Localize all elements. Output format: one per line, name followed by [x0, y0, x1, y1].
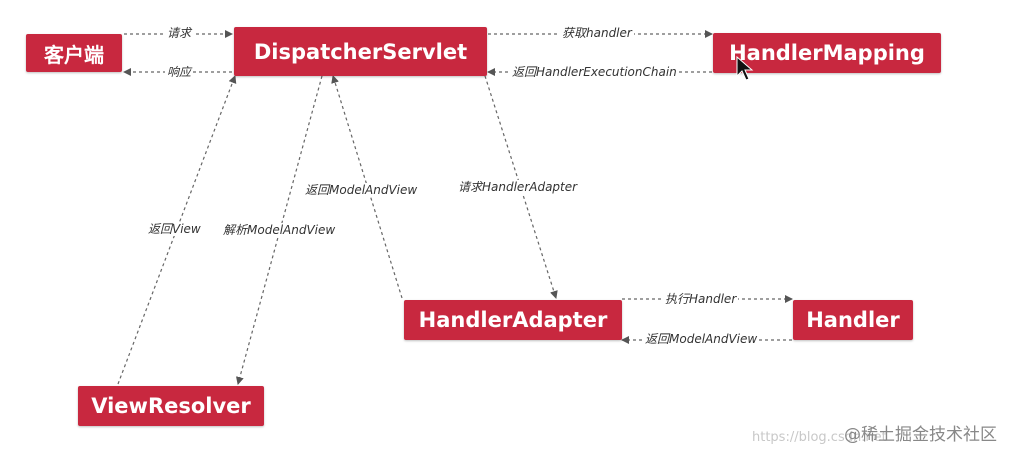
site-watermark: @稀土掘金技术社区: [844, 425, 997, 445]
label-response: 响应: [165, 65, 194, 79]
node-dispatcher-servlet: DispatcherServlet: [234, 27, 487, 76]
label-return-view: 返回View: [146, 222, 203, 236]
node-handler: Handler: [793, 300, 913, 340]
url-watermark: https://blog.csdn.net: [752, 430, 887, 445]
label-return-mav-adapter: 返回ModelAndView: [303, 183, 420, 197]
node-client: 客户端: [26, 34, 122, 72]
label-request-adapter: 请求HandlerAdapter: [456, 180, 580, 194]
label-get-handler: 获取handler: [560, 26, 634, 40]
node-view-resolver: ViewResolver: [78, 386, 264, 426]
node-handler-mapping: HandlerMapping: [713, 33, 941, 73]
label-resolve-mav: 解析ModelAndView: [221, 223, 338, 237]
label-return-chain: 返回HandlerExecutionChain: [510, 65, 679, 79]
node-handler-adapter: HandlerAdapter: [404, 300, 622, 340]
label-return-mav-handler: 返回ModelAndView: [643, 332, 760, 346]
edge-resolve-mav: [235, 75, 323, 385]
mouse-cursor-icon: [736, 56, 754, 81]
label-request: 请求: [165, 26, 194, 40]
label-execute-handler: 执行Handler: [663, 292, 739, 306]
